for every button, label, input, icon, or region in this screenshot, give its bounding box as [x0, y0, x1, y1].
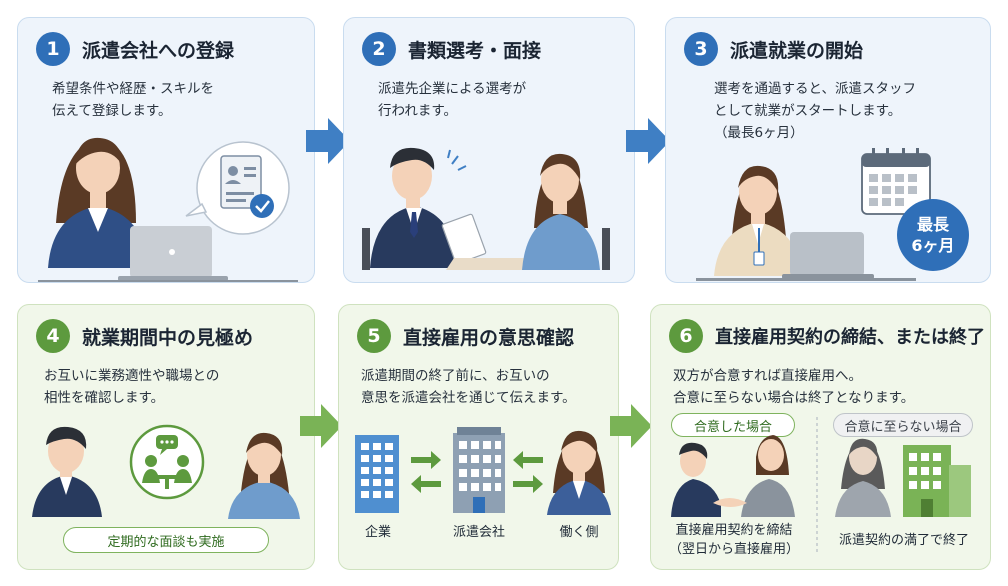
step-title: 書類選考・面接	[408, 39, 542, 62]
worker-label: 働く側	[559, 525, 599, 540]
company-building-icon	[355, 435, 399, 513]
step-header: 2 書類選考・面接	[362, 32, 541, 66]
step-header: 1 派遣会社への登録	[36, 32, 234, 66]
interview-illustration	[362, 147, 610, 270]
exchange-arrows-left-icon	[411, 451, 441, 493]
step-description: 派遣先企業による選考が 行われます。	[378, 81, 527, 119]
step-number: 6	[669, 319, 703, 353]
step-title: 派遣会社への登録	[82, 39, 235, 62]
step-title: 就業期間中の見極め	[82, 326, 254, 349]
step-card-1: 1 派遣会社への登録 希望条件や経歴・スキルを 伝えて登録します。	[17, 17, 315, 283]
calendar-icon	[861, 148, 931, 215]
staff-woman-icon	[714, 165, 802, 276]
arrow-right-icon	[300, 404, 342, 448]
step-header: 5 直接雇用の意思確認	[357, 319, 574, 353]
step-description: 選考を通過すると、派遣スタッフ として就業がスタートします。 （最長6ヶ月）	[714, 81, 916, 141]
man-icon	[32, 426, 102, 517]
arrow-right-icon	[626, 118, 670, 164]
agree-caption: 直接雇用契約を締結 （翌日から直接雇用）	[668, 523, 799, 557]
step-description: 双方が合意すれば直接雇用へ。 合意に至らない場合は終了となります。	[673, 368, 915, 406]
evaluation-illustration	[32, 424, 300, 519]
step-number: 1	[36, 32, 70, 66]
step-description: 希望条件や経歴・スキルを 伝えて登録します。	[52, 81, 214, 119]
handshake-icon	[671, 435, 795, 517]
outcome-illustration	[671, 417, 971, 555]
step-number: 2	[362, 32, 396, 66]
company-label: 企業	[364, 525, 391, 540]
candidate-icon	[522, 153, 600, 270]
step-card-3: 3 派遣就業の開始 選考を通過すると、派遣スタッフ として就業がスタートします。…	[665, 17, 991, 283]
step-card-2: 2 書類選考・面接 派遣先企業による選考が 行われます。	[343, 17, 635, 283]
woman-leaving-icon	[835, 438, 891, 517]
max-period-badge: 最長 6ヶ月	[897, 199, 969, 271]
step-card-6: 6 直接雇用契約の締結、または終了 双方が合意すれば直接雇用へ。 合意に至らない…	[650, 304, 991, 570]
step-description: お互いに業務適性や職場との 相性を確認します。	[44, 368, 220, 406]
step-title: 直接雇用契約の締結、または終了	[715, 327, 985, 348]
disagree-caption: 派遣契約の満了で終了	[838, 533, 969, 548]
registration-illustration	[38, 137, 298, 282]
step-number: 5	[357, 319, 391, 353]
badge-line-1: 最長	[916, 215, 949, 234]
office-building-icon	[903, 445, 971, 517]
agency-building-icon	[453, 427, 505, 513]
arrow-right-icon	[610, 404, 652, 448]
step-card-5: 5 直接雇用の意思確認 派遣期間の終了前に、お互いの 意思を派遣会社を通じて伝え…	[338, 304, 619, 570]
step-title: 派遣就業の開始	[730, 39, 864, 62]
communication-illustration	[355, 427, 611, 515]
step-header: 6 直接雇用契約の締結、または終了	[669, 319, 985, 353]
step-description: 派遣期間の終了前に、お互いの 意思を派遣会社を通じて伝えます。	[361, 368, 576, 406]
disagree-pill: 合意に至らない場合	[833, 413, 973, 437]
agree-pill: 合意した場合	[671, 413, 795, 437]
exchange-arrows-right-icon	[513, 451, 543, 493]
agency-label: 派遣会社	[452, 525, 505, 540]
badge-line-2: 6ヶ月	[911, 236, 955, 255]
arrow-right-icon	[306, 118, 350, 164]
worker-woman-icon	[547, 430, 611, 515]
step-header: 3 派遣就業の開始	[684, 32, 863, 66]
woman-with-laptop-icon	[48, 137, 148, 268]
step-number: 4	[36, 319, 70, 353]
step-number: 3	[684, 32, 718, 66]
woman-icon	[228, 432, 300, 519]
interviewer-icon	[370, 147, 458, 268]
work-start-illustration	[696, 148, 931, 281]
step-card-4: 4 就業期間中の見極め お互いに業務適性や職場との 相性を確認します。	[17, 304, 315, 570]
regular-meeting-pill: 定期的な面談も実施	[63, 527, 269, 553]
step-header: 4 就業期間中の見極め	[36, 319, 253, 353]
step-title: 直接雇用の意思確認	[403, 326, 575, 349]
meeting-icon	[129, 424, 205, 500]
